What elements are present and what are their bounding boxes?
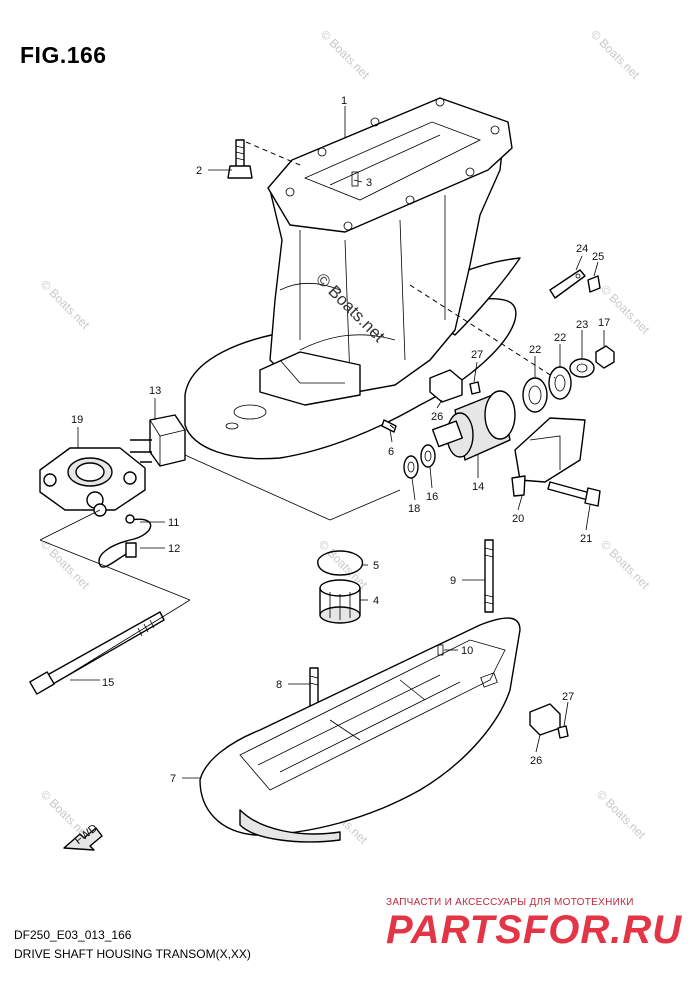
part-lower-housing-7 — [199, 617, 521, 843]
part-circlip-5 — [317, 550, 364, 576]
part-nut-17 — [595, 345, 615, 369]
part-clip-11-bolt-12 — [98, 514, 152, 568]
callout-26-lower: 26 — [530, 755, 542, 767]
part-grommet-13 — [130, 414, 186, 467]
callout-leaders — [70, 106, 605, 779]
part-screw-27-upper — [469, 381, 481, 395]
part-stud-9 — [484, 539, 494, 613]
part-washer-16 — [420, 444, 436, 468]
figure-caption: DRIVE SHAFT HOUSING TRANSOM(X,XX) — [14, 947, 251, 961]
callout-8: 8 — [276, 679, 282, 691]
part-washer-22b — [548, 366, 572, 400]
callout-13: 13 — [149, 385, 161, 397]
callout-19: 19 — [71, 414, 83, 426]
watermark: © Boats.net — [588, 27, 643, 82]
assembly-guide-lines — [39, 141, 556, 681]
figure-code: DF250_E03_013_166 — [14, 928, 132, 942]
callout-27-lower: 27 — [562, 691, 574, 703]
part-mount-cover-20 — [511, 417, 586, 497]
watermark: © Boats.net — [38, 537, 93, 592]
callout-23: 23 — [576, 319, 588, 331]
callout-9: 9 — [450, 575, 456, 587]
callout-24: 24 — [576, 243, 588, 255]
part-plate-24 — [549, 269, 586, 299]
part-washer-22a — [522, 377, 548, 413]
callout-17: 17 — [598, 317, 610, 329]
watermark: © Boats.net — [598, 537, 653, 592]
part-bolt-2 — [227, 139, 253, 179]
callout-25: 25 — [592, 251, 604, 263]
figure-title: FIG.166 — [20, 42, 107, 68]
watermark: © Boats.net — [318, 27, 373, 82]
callout-1: 1 — [341, 95, 347, 107]
callout-27-upper: 27 — [471, 349, 483, 361]
callout-11: 11 — [168, 517, 179, 529]
callout-3: 3 — [366, 177, 372, 189]
watermark: © Boats.net — [38, 277, 93, 332]
shop-subtitle: ЗАПЧАСТИ И АКСЕССУАРЫ ДЛЯ МОТОТЕХНИКИ — [386, 897, 634, 908]
part-pad-26-upper — [429, 369, 463, 403]
part-washer-23 — [569, 358, 595, 378]
callout-2: 2 — [196, 165, 202, 177]
watermark: © Boats.net — [594, 787, 649, 842]
callout-22b: 22 — [554, 332, 566, 344]
callout-18: 18 — [408, 503, 420, 515]
callout-22a: 22 — [529, 344, 541, 356]
callout-labels: 1 2 3 4 5 6 7 8 9 10 11 12 13 14 15 16 1… — [71, 95, 610, 785]
part-bushing-4 — [319, 579, 361, 624]
part-screw-27-lower — [557, 725, 569, 739]
shop-logo: PARTSFOR.RU — [386, 908, 683, 952]
part-bolt-6 — [381, 419, 397, 433]
callout-16: 16 — [426, 491, 438, 503]
callout-4: 4 — [373, 595, 379, 607]
part-bolt-21 — [547, 481, 601, 507]
part-washer-18 — [403, 455, 419, 479]
callout-5: 5 — [373, 560, 379, 572]
callout-26-upper: 26 — [431, 411, 443, 423]
callout-7: 7 — [170, 773, 176, 785]
callout-6: 6 — [388, 446, 394, 458]
callout-20: 20 — [512, 513, 524, 525]
part-drive-shaft-housing — [184, 97, 521, 460]
callout-12: 12 — [168, 543, 180, 555]
callout-14: 14 — [472, 481, 484, 493]
callout-15: 15 — [102, 677, 114, 689]
part-stud-15 — [29, 611, 165, 695]
callout-10: 10 — [461, 645, 473, 657]
callout-21: 21 — [580, 533, 592, 545]
part-mount-bracket-19 — [39, 447, 146, 517]
part-mount-rubber-14 — [431, 390, 516, 461]
part-pad-26-lower — [529, 703, 561, 736]
part-screw-25 — [587, 275, 601, 293]
